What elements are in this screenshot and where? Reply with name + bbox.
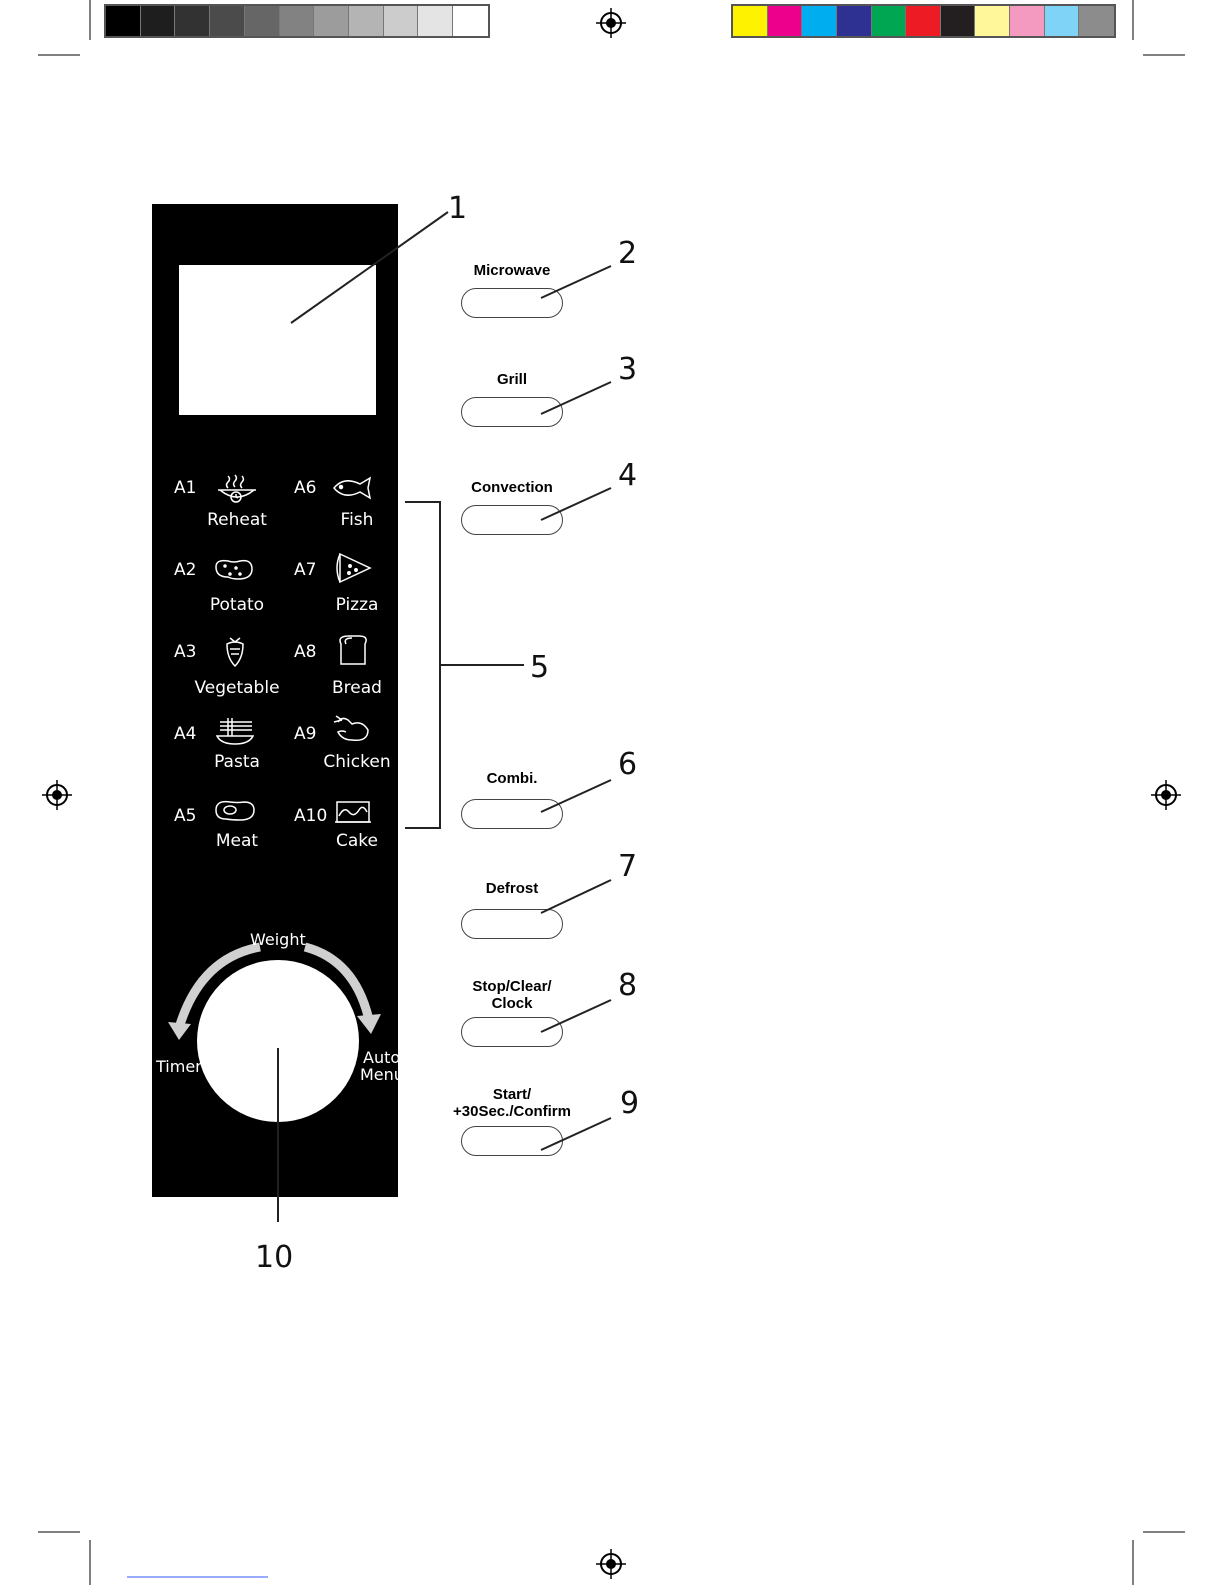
program-code: A4 bbox=[174, 724, 196, 744]
callout-number: 7 bbox=[618, 849, 637, 884]
start-confirm-button[interactable] bbox=[461, 1126, 563, 1156]
program-code: A1 bbox=[174, 478, 196, 498]
callout-number: 10 bbox=[255, 1240, 293, 1275]
program-label: Cake bbox=[302, 831, 412, 851]
dial-label-menu: Menu bbox=[360, 1066, 404, 1083]
program-code: A3 bbox=[174, 642, 196, 662]
program-code: A7 bbox=[294, 560, 316, 580]
program-code: A2 bbox=[174, 560, 196, 580]
program-code: A9 bbox=[294, 724, 316, 744]
button-label: Start/+30Sec./Confirm bbox=[437, 1086, 587, 1120]
button-label: Convection bbox=[437, 479, 587, 496]
registration-mark-icon bbox=[596, 1549, 626, 1579]
vegetable-icon bbox=[212, 632, 258, 668]
dial-label-timer: Timer bbox=[156, 1058, 202, 1075]
callout-number: 6 bbox=[618, 747, 637, 782]
registration-mark-icon bbox=[596, 8, 626, 38]
cake-icon bbox=[330, 794, 376, 830]
potato-icon bbox=[210, 553, 256, 589]
dial-label-weight: Weight bbox=[250, 931, 306, 948]
dial-label-auto: Auto bbox=[363, 1049, 400, 1066]
button-label: Stop/Clear/Clock bbox=[437, 978, 587, 1012]
button-label: Microwave bbox=[437, 262, 587, 279]
callout-number: 4 bbox=[618, 458, 637, 493]
display-window bbox=[179, 265, 376, 415]
combi-button[interactable] bbox=[461, 799, 563, 829]
microwave-button[interactable] bbox=[461, 288, 563, 318]
callout-number: 2 bbox=[618, 236, 637, 271]
callout-number: 5 bbox=[530, 650, 549, 685]
program-label: Fish bbox=[302, 510, 412, 530]
fish-icon bbox=[330, 470, 376, 506]
meat-icon bbox=[210, 794, 256, 830]
program-code: A8 bbox=[294, 642, 316, 662]
callout-number: 8 bbox=[618, 968, 637, 1003]
registration-mark-icon bbox=[42, 780, 72, 810]
program-label: Vegetable bbox=[182, 678, 292, 698]
program-label: Reheat bbox=[182, 510, 292, 530]
grill-button[interactable] bbox=[461, 397, 563, 427]
program-label: Chicken bbox=[302, 752, 412, 772]
pasta-icon bbox=[212, 714, 258, 750]
defrost-button[interactable] bbox=[461, 909, 563, 939]
reheat-icon bbox=[214, 472, 260, 508]
button-label: Combi. bbox=[437, 770, 587, 787]
callout-number: 3 bbox=[618, 352, 637, 387]
pizza-icon bbox=[330, 550, 376, 586]
button-label: Defrost bbox=[437, 880, 587, 897]
program-code: A6 bbox=[294, 478, 316, 498]
control-knob[interactable] bbox=[197, 960, 359, 1122]
stop-clear-clock-button[interactable] bbox=[461, 1017, 563, 1047]
callout-number: 9 bbox=[620, 1086, 639, 1121]
program-code: A10 bbox=[294, 806, 327, 826]
callout-number: 1 bbox=[448, 191, 467, 226]
program-label: Potato bbox=[182, 595, 292, 615]
button-label: Grill bbox=[437, 371, 587, 388]
registration-mark-icon bbox=[1151, 780, 1181, 810]
program-label: Meat bbox=[182, 831, 292, 851]
program-label: Pizza bbox=[302, 595, 412, 615]
program-label: Bread bbox=[302, 678, 412, 698]
program-label: Pasta bbox=[182, 752, 292, 772]
bread-icon bbox=[330, 632, 376, 668]
convection-button[interactable] bbox=[461, 505, 563, 535]
chicken-icon bbox=[330, 712, 376, 748]
program-code: A5 bbox=[174, 806, 196, 826]
